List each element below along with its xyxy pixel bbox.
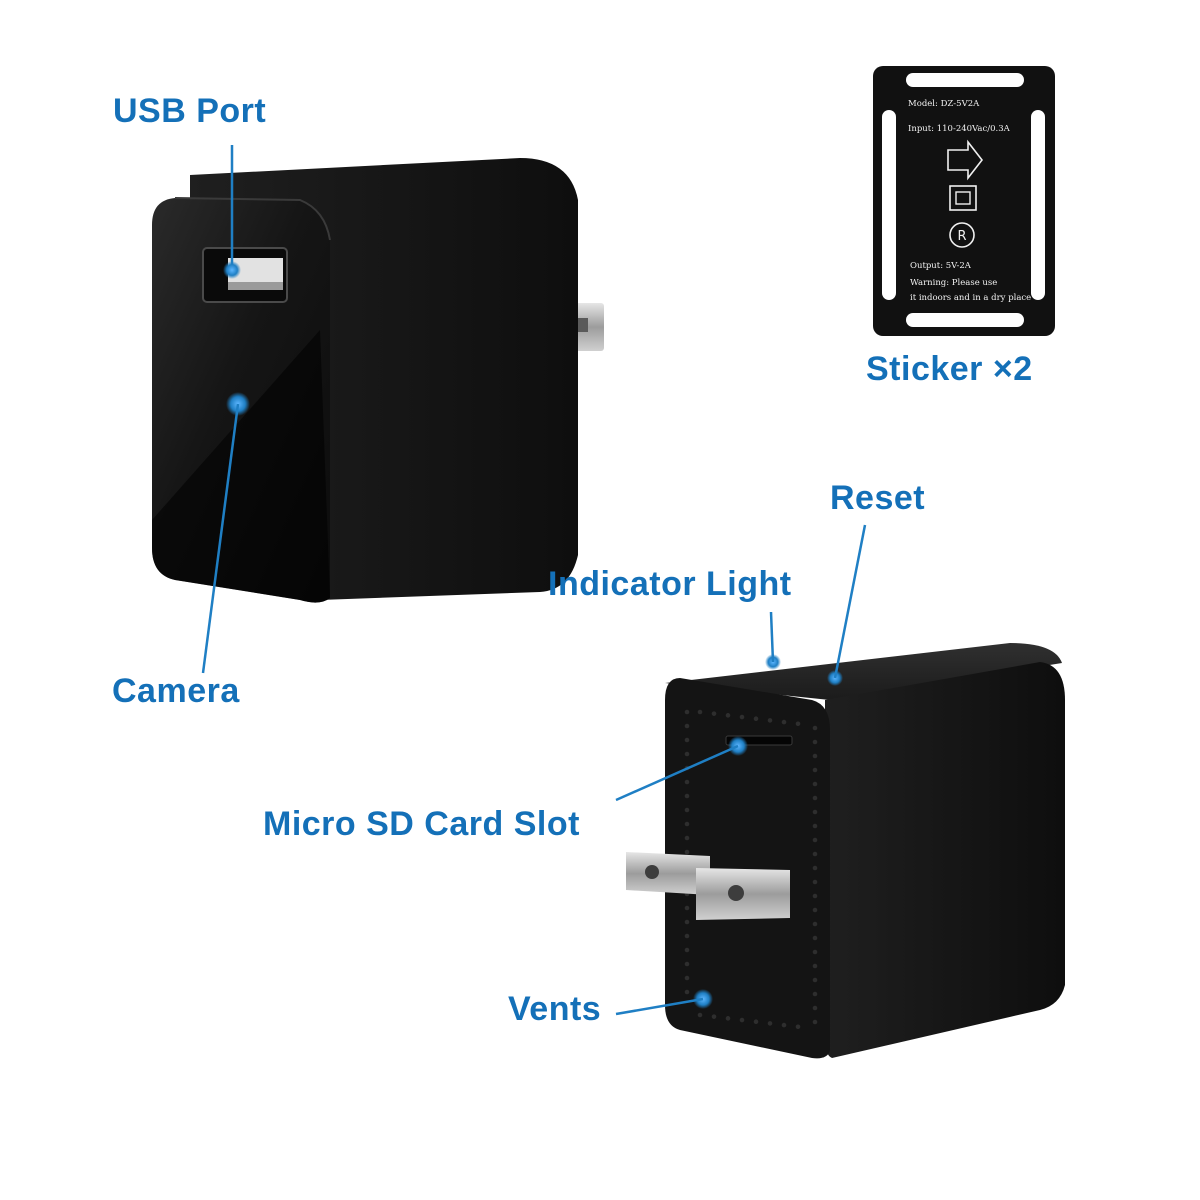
sticker-model-text: Model: DZ-5V2A bbox=[908, 99, 980, 109]
vent-hole bbox=[812, 963, 818, 969]
vent-hole bbox=[781, 1022, 787, 1028]
vent-hole bbox=[739, 714, 745, 720]
vent-hole bbox=[684, 723, 690, 729]
vent-hole bbox=[812, 809, 818, 815]
reset-leader bbox=[833, 524, 867, 679]
vent-hole bbox=[812, 949, 818, 955]
vent-hole bbox=[684, 933, 690, 939]
vent-hole bbox=[812, 739, 818, 745]
vent-hole bbox=[697, 709, 703, 715]
vent-hole bbox=[812, 977, 818, 983]
vent-hole bbox=[684, 779, 690, 785]
sticker-input-text: Input: 110-240Vac/0.3A bbox=[908, 124, 1011, 134]
sticker-certification-icon: R bbox=[949, 222, 975, 248]
vent-hole bbox=[812, 781, 818, 787]
sticker: R Model: DZ-5V2A Input: 110-240Vac/0.3A … bbox=[873, 66, 1055, 336]
vent-hole bbox=[795, 1024, 801, 1030]
usb-port-label: USB Port bbox=[113, 92, 267, 130]
sticker-warning-text-1: Warning: Please use bbox=[910, 278, 997, 288]
vent-hole bbox=[812, 879, 818, 885]
camera-leader bbox=[201, 403, 240, 674]
sticker-output-text: Output: 5V-2A bbox=[910, 261, 972, 271]
vent-hole bbox=[812, 837, 818, 843]
vent-hole bbox=[725, 1016, 731, 1021]
vent-hole bbox=[812, 921, 818, 927]
vent-hole bbox=[812, 1019, 818, 1025]
vent-hole bbox=[812, 725, 818, 731]
vent-hole bbox=[684, 905, 690, 911]
plug-face bbox=[665, 678, 830, 1059]
sticker-double-square-icon bbox=[949, 185, 977, 211]
vent-hole bbox=[684, 737, 690, 743]
leader-lines-device2 bbox=[615, 524, 867, 1016]
vent-hole bbox=[684, 821, 690, 827]
vent-hole bbox=[795, 721, 801, 727]
vent-hole bbox=[684, 835, 690, 841]
sticker-arrow-icon bbox=[947, 139, 984, 181]
vent-hole bbox=[812, 935, 818, 941]
vent-hole bbox=[711, 711, 717, 716]
vent-hole bbox=[812, 907, 818, 913]
vent-hole bbox=[753, 1019, 759, 1025]
sticker-warning-text-2: it indoors and in a dry place bbox=[910, 293, 1031, 303]
vent-hole bbox=[684, 807, 690, 813]
vent-hole bbox=[684, 751, 690, 757]
camera-label: Camera bbox=[112, 672, 240, 710]
usb-port bbox=[202, 247, 288, 303]
vent-hole bbox=[767, 718, 773, 723]
charger-back-view bbox=[626, 643, 1065, 1059]
vent-hole bbox=[684, 947, 690, 953]
vent-hole bbox=[812, 753, 818, 759]
front-view-prong bbox=[572, 303, 604, 351]
micro-sd-label: Micro SD Card Slot bbox=[263, 805, 580, 843]
vents-label: Vents bbox=[508, 990, 602, 1028]
reset-label: Reset bbox=[830, 479, 926, 517]
vent-hole bbox=[753, 716, 759, 722]
vent-hole bbox=[812, 1005, 818, 1011]
vent-hole bbox=[767, 1021, 773, 1026]
vent-hole bbox=[725, 713, 731, 718]
vent-hole bbox=[684, 961, 690, 967]
vent-hole bbox=[684, 975, 690, 981]
vent-hole bbox=[684, 793, 690, 799]
vent-hole bbox=[781, 719, 787, 725]
vent-hole bbox=[812, 767, 818, 773]
vent-hole bbox=[739, 1017, 745, 1023]
vent-hole bbox=[812, 795, 818, 801]
vents-leader bbox=[615, 997, 704, 1016]
vent-hole bbox=[812, 893, 818, 899]
svg-text:R: R bbox=[957, 229, 966, 244]
vent-hole bbox=[697, 1012, 703, 1018]
vent-hole bbox=[684, 709, 690, 715]
indicator-light-label: Indicator Light bbox=[548, 565, 792, 603]
vent-hole bbox=[711, 1014, 717, 1019]
vent-hole bbox=[684, 989, 690, 995]
vent-hole bbox=[684, 919, 690, 925]
vent-hole bbox=[812, 991, 818, 997]
leader-lines-device1 bbox=[201, 145, 241, 674]
vent-hole bbox=[812, 865, 818, 871]
indicator-light-leader bbox=[769, 611, 775, 663]
vent-hole bbox=[812, 851, 818, 857]
micro-sd-leader bbox=[615, 744, 739, 802]
vent-hole bbox=[812, 823, 818, 829]
plug-prongs bbox=[626, 852, 790, 920]
sticker-label: Sticker ×2 bbox=[866, 350, 1033, 388]
vent-hole bbox=[684, 849, 690, 855]
